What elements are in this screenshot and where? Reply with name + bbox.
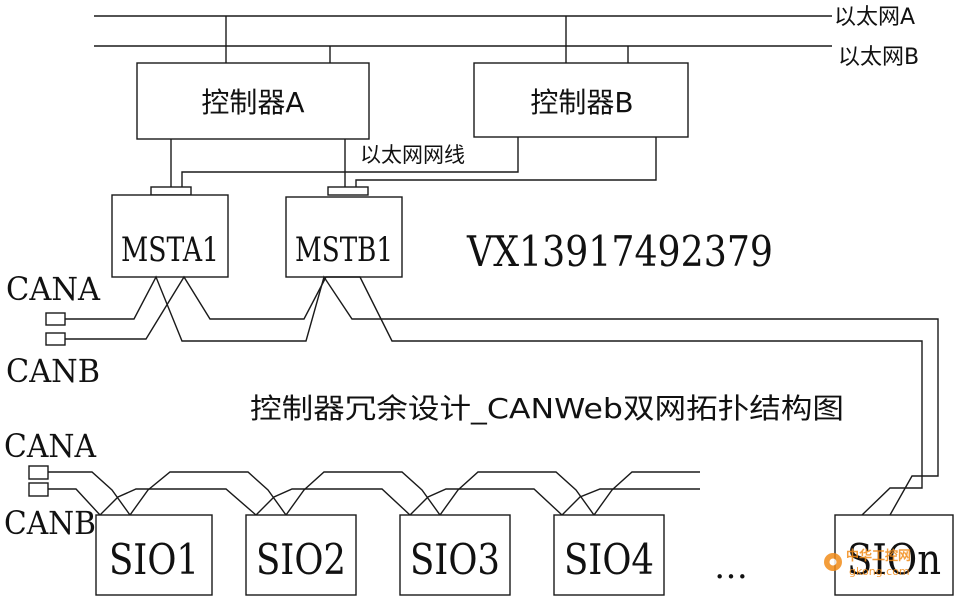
slave-sion: SIOn [834, 514, 954, 596]
cable-ctrl-b-to-msta1 [181, 137, 519, 187]
diagram-title: 控制器冗余设计_CANWeb双网拓扑结构图 [250, 392, 844, 425]
ethernet-b-label: 以太网B [838, 45, 919, 70]
can-b-bottom-connector [28, 482, 49, 497]
sio3-label: SIO3 [410, 535, 500, 584]
sion-box [834, 514, 954, 596]
sio2-box [245, 514, 357, 596]
can-a-bottom-label: CANA [4, 427, 97, 465]
slave-sio2: SIO2 [245, 514, 357, 596]
sio3-box [399, 514, 511, 596]
msta1-box [111, 194, 229, 278]
controller-b-box [473, 62, 689, 138]
ethernet-cable-label: 以太网网线 [360, 143, 465, 167]
sion-label: SIOn [847, 535, 941, 584]
can-a-slave-line [48, 471, 700, 517]
can-b-top-connector [45, 332, 66, 346]
can-b-master-line [65, 275, 923, 516]
mstb1-box [285, 196, 403, 278]
can-a-master-line [65, 275, 939, 516]
ethernet-a-label: 以太网A [834, 5, 915, 30]
can-a-bottom-connector [28, 465, 49, 480]
controller-b: 控制器B [473, 62, 689, 138]
can-slave-wiring: CANA CANB [4, 427, 700, 542]
slave-sio4: SIO4 [553, 514, 665, 596]
controller-b-label: 控制器B [530, 86, 633, 119]
can-b-bottom-label: CANB [4, 504, 96, 542]
msta1-port [150, 186, 192, 196]
slave-sio1: SIO1 [95, 514, 213, 596]
watermark-name: 中华工控网 [846, 548, 911, 564]
watermark: 中华工控网 gkong.com [824, 548, 911, 578]
can-b-slave-line [48, 488, 700, 517]
sio1-box [95, 514, 213, 596]
can-a-top-connector [45, 312, 66, 326]
slave-sio3: SIO3 [399, 514, 511, 596]
watermark-url: gkong.com [849, 565, 910, 578]
controller-a-box [136, 62, 370, 140]
mstb1-label: MSTB1 [295, 230, 393, 270]
can-a-top-label: CANA [6, 270, 101, 308]
contact-text: VX13917492379 [466, 227, 773, 276]
msta1-label: MSTA1 [121, 230, 219, 270]
watermark-gear-hole [829, 558, 837, 566]
sio4-box [553, 514, 665, 596]
cable-ctrl-b-to-mstb1 [355, 137, 657, 187]
master-msta1: MSTA1 [111, 194, 229, 278]
can-master-wiring: CANA CANB [6, 270, 939, 516]
controller-a-label: 控制器A [201, 86, 304, 119]
ethernet-cables: 以太网网线 [150, 137, 657, 196]
sio2-label: SIO2 [256, 535, 346, 584]
controller-a: 控制器A [136, 62, 370, 140]
sio1-label: SIO1 [109, 535, 199, 584]
ethernet-buses: 以太网A 以太网B [94, 5, 919, 70]
can-b-top-label: CANB [6, 352, 100, 390]
mstb1-port [327, 186, 369, 196]
slaves-ellipsis: … [714, 547, 748, 587]
master-mstb1: MSTB1 [285, 196, 403, 278]
sio4-label: SIO4 [564, 535, 654, 584]
